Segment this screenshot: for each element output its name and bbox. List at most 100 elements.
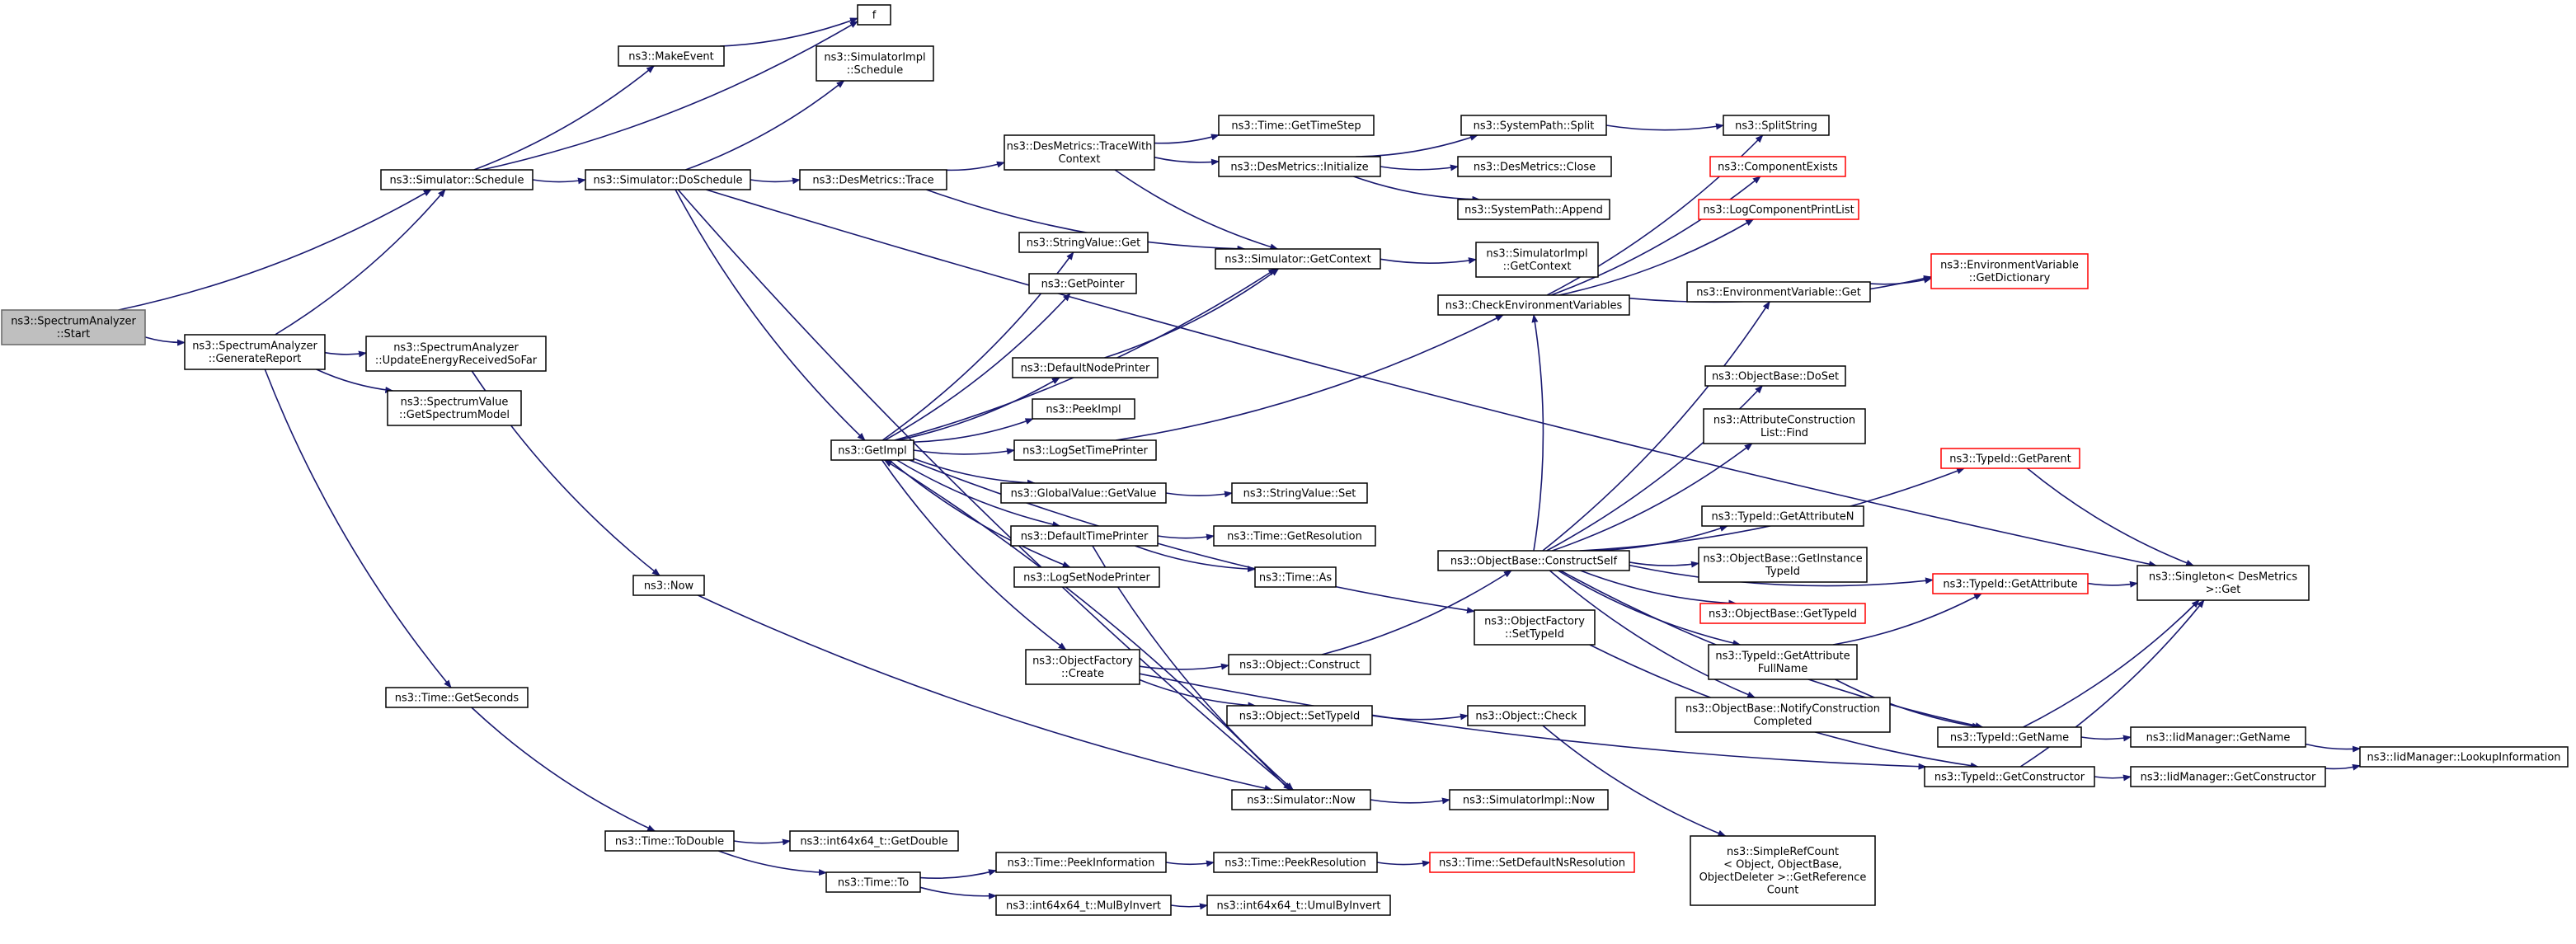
edge-objbase_constructself-to-objbase_getinstance xyxy=(1629,561,1699,568)
node-f[interactable]: f xyxy=(857,4,891,26)
edge-logsettimeprinter-to-checkenv xyxy=(1115,314,1504,441)
node-objfactory_settypeid[interactable]: ns3::ObjectFactory::SetTypeId xyxy=(1474,609,1596,646)
node-simplerefcount[interactable]: ns3::SimpleRefCount< Object, ObjectBase,… xyxy=(1690,835,1876,906)
node-label: ::Start xyxy=(57,328,91,340)
node-objbase_doset[interactable]: ns3::ObjectBase::DoSet xyxy=(1704,365,1846,387)
node-object_construct[interactable]: ns3::Object::Construct xyxy=(1228,654,1371,675)
node-time_peekres[interactable]: ns3::Time::PeekResolution xyxy=(1213,852,1378,873)
node-iidmanager_getname[interactable]: ns3::IidManager::GetName xyxy=(2130,726,2306,748)
node-label: ns3::SimulatorImpl xyxy=(1486,248,1587,261)
node-box xyxy=(1699,603,1866,624)
node-typeid_getconstructor[interactable]: ns3::TypeId::GetConstructor xyxy=(1924,766,2095,787)
node-typeid_getparent[interactable]: ns3::TypeId::GetParent xyxy=(1940,448,2080,469)
node-int64_getdouble[interactable]: ns3::int64x64_t::GetDouble xyxy=(789,830,959,852)
node-label: ns3::ObjectBase::ConstructSelf xyxy=(1450,555,1618,567)
node-start[interactable]: ns3::SpectrumAnalyzer::Start xyxy=(1,309,146,345)
node-logsettimeprinter[interactable]: ns3::LogSetTimePrinter xyxy=(1013,439,1157,461)
node-typeid_getattribute[interactable]: ns3::TypeId::GetAttribute xyxy=(1932,573,2089,594)
node-box xyxy=(1675,697,1891,733)
node-box xyxy=(1940,448,2080,469)
node-label: ::GetContext xyxy=(1503,261,1572,273)
node-label: ns3::SplitString xyxy=(1735,120,1817,132)
node-iidmanager_getconstructor[interactable]: ns3::IidManager::GetConstructor xyxy=(2130,766,2326,787)
node-sim_now[interactable]: ns3::Simulator::Now xyxy=(1231,789,1371,810)
node-stringvalue_get[interactable]: ns3::StringValue::Get xyxy=(1018,232,1149,253)
edge-objbase_constructself-to-checkenv xyxy=(1531,314,1544,552)
node-box xyxy=(1032,398,1135,420)
node-simimpl_getcontext[interactable]: ns3::SimulatorImpl::GetContext xyxy=(1475,242,1599,278)
node-syspath_split[interactable]: ns3::SystemPath::Split xyxy=(1460,115,1607,136)
node-typeid_getattrn[interactable]: ns3::TypeId::GetAttributeN xyxy=(1701,505,1864,527)
node-time_getresolution[interactable]: ns3::Time::GetResolution xyxy=(1213,525,1376,547)
node-time_todouble[interactable]: ns3::Time::ToDouble xyxy=(604,830,735,852)
node-box xyxy=(1013,439,1157,461)
node-schedule[interactable]: ns3::Simulator::Schedule xyxy=(380,169,534,190)
node-logsetnodeprinter[interactable]: ns3::LogSetNodePrinter xyxy=(1013,566,1160,588)
edge-time_peekres-to-time_setdefres xyxy=(1376,860,1431,867)
node-label: ns3::DefaultTimePrinter xyxy=(1021,530,1149,542)
node-stringvalue_set[interactable]: ns3::StringValue::Set xyxy=(1231,482,1368,504)
edge-desmetrics_init-to-syspath_append xyxy=(1353,176,1481,203)
edge-typeid_getparent-to-singleton_get xyxy=(2026,467,2195,566)
node-object_check[interactable]: ns3::Object::Check xyxy=(1467,705,1586,726)
node-makeevent[interactable]: ns3::MakeEvent xyxy=(618,45,725,67)
node-compexists[interactable]: ns3::ComponentExists xyxy=(1709,156,1846,177)
node-iidmanager_lookup[interactable]: ns3::IidManager::LookupInformation xyxy=(2359,746,2569,768)
node-time_peekinfo[interactable]: ns3::Time::PeekInformation xyxy=(995,852,1167,873)
edge-desmetrics_init-to-desmetrics_close xyxy=(1380,164,1459,171)
node-getimpl[interactable]: ns3::GetImpl xyxy=(830,439,914,461)
node-logcompprint[interactable]: ns3::LogComponentPrintList xyxy=(1698,199,1859,220)
node-genreport[interactable]: ns3::SpectrumAnalyzer::GenerateReport xyxy=(184,334,326,370)
node-doschedule[interactable]: ns3::Simulator::DoSchedule xyxy=(585,169,751,190)
node-objfactory_create[interactable]: ns3::ObjectFactory::Create xyxy=(1025,649,1140,685)
node-label: ns3::Time::SetDefaultNsResolution xyxy=(1439,857,1625,869)
edge-getimpl-to-logsettimeprinter xyxy=(913,448,1015,455)
node-box xyxy=(1254,566,1337,588)
node-getpointer[interactable]: ns3::GetPointer xyxy=(1028,273,1137,294)
node-envvar_get[interactable]: ns3::EnvironmentVariable::Get xyxy=(1686,281,1871,303)
node-box xyxy=(1013,566,1160,588)
edge-typeid_getattrfullname-to-typeid_getname xyxy=(1835,679,1981,730)
node-time_to[interactable]: ns3::Time::To xyxy=(825,871,921,893)
node-checkenv[interactable]: ns3::CheckEnvironmentVariables xyxy=(1437,294,1630,316)
node-singleton_get[interactable]: ns3::Singleton< DesMetrics >::Get xyxy=(2136,565,2310,601)
edge-genreport-to-updateenergy xyxy=(324,350,367,358)
node-now[interactable]: ns3::Now xyxy=(632,575,705,596)
node-deftimeprinter[interactable]: ns3::DefaultTimePrinter xyxy=(1010,525,1159,547)
node-splitstring[interactable]: ns3::SplitString xyxy=(1723,115,1830,136)
node-defnodeprinter[interactable]: ns3::DefaultNodePrinter xyxy=(1012,357,1159,378)
node-desmetrics_close[interactable]: ns3::DesMetrics::Close xyxy=(1457,156,1612,177)
node-box xyxy=(1437,550,1630,571)
node-sim_getcontext[interactable]: ns3::Simulator::GetContext xyxy=(1215,248,1381,270)
node-box xyxy=(857,4,891,26)
node-time_getseconds[interactable]: ns3::Time::GetSeconds xyxy=(385,687,529,708)
node-objbase_constructself[interactable]: ns3::ObjectBase::ConstructSelf xyxy=(1437,550,1630,571)
node-label: ns3::GetPointer xyxy=(1041,278,1125,290)
node-peekimpl[interactable]: ns3::PeekImpl xyxy=(1032,398,1135,420)
node-objbase_gettypeid[interactable]: ns3::ObjectBase::GetTypeId xyxy=(1699,603,1866,624)
node-time_as[interactable]: ns3::Time::As xyxy=(1254,566,1337,588)
node-label: ns3::ComponentExists xyxy=(1718,161,1838,173)
node-typeid_getname[interactable]: ns3::TypeId::GetName xyxy=(1937,726,2082,748)
node-int64_umulbyinvert[interactable]: ns3::int64x64_t::UmulByInvert xyxy=(1206,895,1391,916)
node-time_setdefres[interactable]: ns3::Time::SetDefaultNsResolution xyxy=(1429,852,1635,873)
node-globalvalue_getvalue[interactable]: ns3::GlobalValue::GetValue xyxy=(1000,482,1167,504)
node-desmetrics_init[interactable]: ns3::DesMetrics::Initialize xyxy=(1218,156,1381,177)
node-gettimestep[interactable]: ns3::Time::GetTimeStep xyxy=(1218,115,1375,136)
node-object_settypeid[interactable]: ns3::Object::SetTypeId xyxy=(1226,705,1373,726)
node-objbase_notify[interactable]: ns3::ObjectBase::NotifyConstructionCompl… xyxy=(1675,697,1891,733)
node-envvar_getdict[interactable]: ns3::EnvironmentVariable::GetDictionary xyxy=(1930,253,2089,289)
node-syspath_append[interactable]: ns3::SystemPath::Append xyxy=(1457,199,1610,220)
node-getspectrummodel[interactable]: ns3::SpectrumValue::GetSpectrumModel xyxy=(387,390,522,426)
node-int64_mulbyinvert[interactable]: ns3::int64x64_t::MulByInvert xyxy=(995,895,1172,916)
node-updateenergy[interactable]: ns3::SpectrumAnalyzer::UpdateEnergyRecei… xyxy=(365,336,547,372)
node-label: ObjectDeleter >::GetReference xyxy=(1699,871,1867,884)
node-label: ns3::SystemPath::Append xyxy=(1464,204,1603,216)
node-simimpl_schedule[interactable]: ns3::SimulatorImpl::Schedule xyxy=(816,45,934,82)
node-desmetrics_trace[interactable]: ns3::DesMetrics::Trace xyxy=(799,169,947,190)
node-simimpl_now[interactable]: ns3::SimulatorImpl::Now xyxy=(1449,789,1609,810)
